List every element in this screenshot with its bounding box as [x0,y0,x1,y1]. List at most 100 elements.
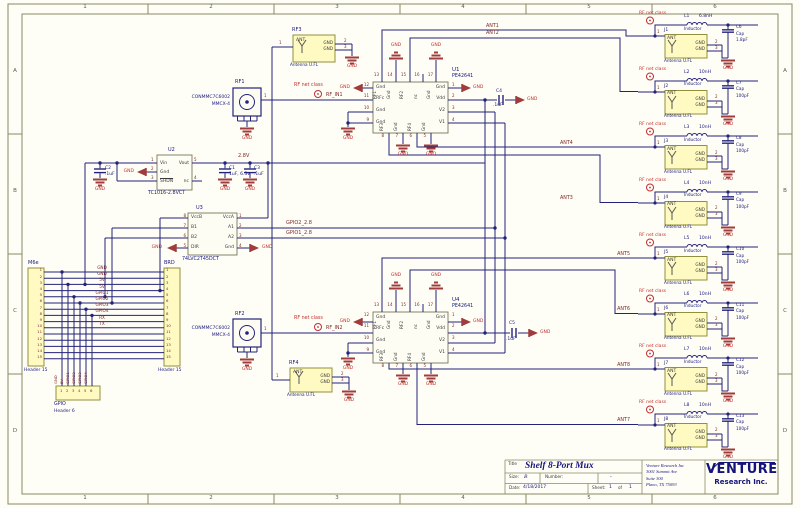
l-ref: L6 [684,291,690,297]
pin-name: V1 [439,119,445,125]
pin-number: 7 [183,222,186,228]
rf2-part2: MMCX-4 [211,332,230,338]
pin-number: 1 [657,84,660,90]
pin-number: 9 [39,316,42,322]
pin-name: Vdd [436,96,445,102]
gnd-pin: GND [695,323,705,329]
pin-number: 5 [39,292,42,298]
ant-pin: ANT [667,202,677,207]
c2-ref: C2 [105,165,112,171]
ant-pin: ANT [667,313,677,318]
u4-ref: U4 [452,297,460,303]
pin-number: 13 [373,71,379,77]
pin-number: 4 [78,387,81,393]
rf1-pin1-num: 1 [264,92,267,98]
pin-number: 14 [37,347,42,353]
pin-number: 3 [715,211,718,216]
c2-val: .1uF [105,171,115,177]
ant-block: RF net class 1 J2 L2 10nH Inductor ANT G… [638,67,778,127]
pin-name: RF3 [379,123,384,131]
l-type: Inductor [684,25,702,31]
pin-number: 5 [423,133,426,138]
ant-pin: ANT [667,368,677,374]
rf1-part2: MMCX-4 [211,101,230,107]
j-type: Antenna U.FL [664,224,693,229]
rf4-pin3-num: 3 [341,376,344,382]
sheet-frame [7,3,793,505]
u2-vout: Vout [178,160,189,166]
pin-number: 13 [166,341,171,347]
ant-block-graphics [638,183,758,234]
pin-name: A2 [228,235,234,240]
l-value: 10nH [699,347,711,352]
c-type: Cap [736,197,745,202]
pin-name: Gnd [376,337,386,343]
size-value: B [524,473,528,480]
pin-name: Gnd [376,349,386,355]
m6e-type: Header 15 [24,367,48,373]
pin-name: RF2 [399,91,404,99]
title-block-rules [504,459,778,494]
gnd-pin: GND [695,434,705,440]
pin-name: Gnd [224,245,234,250]
l-value: 10nH [699,125,711,130]
pin-number: 2 [715,316,718,321]
pin-name: B1 [191,225,197,230]
pin-number: 3 [166,279,169,285]
j-type: Antenna U.FL [664,446,693,451]
rf3-ref: RF3 [292,26,302,33]
c-type: Cap [736,141,745,147]
gnd-label: GND [151,244,162,250]
sheet-num: 1 [609,485,612,490]
net-label: GPIO4 [83,372,88,384]
pin-number: 2 [715,149,718,155]
net-label-ant: ANT5 [617,251,630,257]
pin-name: Gnd [426,90,431,99]
c1-ref: C1 [229,166,236,171]
company-name: Venture Research Inc [646,462,685,468]
connector-symbols [232,39,322,385]
net-label: GPIO3 [77,372,82,384]
u1-part: PE42641 [452,74,474,79]
l-type: Inductor [684,247,702,253]
c-type: Cap [736,419,745,424]
gnd-label: GND [339,84,350,90]
pin-number: 3 [452,335,455,341]
u2-part: TC1016-2.8VCT [148,190,186,196]
date-label: Date: [509,484,521,490]
pin-number: 9 [366,116,369,122]
pin-number: 1 [151,156,154,162]
pin-number: 7 [395,133,398,138]
zone-label: D [782,428,788,434]
gnd-pin: GND [695,206,705,212]
net-label-ant: ANT4 [560,140,573,146]
gnd-label: GND [722,66,734,71]
pin-name: RFc [376,326,385,332]
pin-number: 14 [387,301,393,307]
pin-number: 2 [715,38,718,44]
pin-number: 2 [452,323,455,329]
rf-net-class-label: RF net class [639,177,667,183]
pin-number: 4 [194,174,197,180]
gnd-label: GND [397,152,409,157]
ant-pin: ANT [667,424,677,429]
company-city: Plano, TX 75093 [646,482,677,487]
pin-number: 3 [72,387,75,393]
gnd-label: GND [722,121,734,127]
net-label-ant: ANT2 [486,31,499,37]
l-ref: L4 [684,180,690,186]
j-ref: J6 [664,305,669,311]
gnd-label: GND [722,399,734,404]
u2-gnd: Gnd [160,169,170,175]
c-ref: C6 [736,24,742,29]
pin-number: 2 [715,94,718,99]
gnd-label: GND [722,454,734,460]
rf1-part1: CONMMC7C6002 [191,94,230,100]
pin-number: 3 [715,44,718,50]
c-value: 1.8pF [736,37,748,42]
j-ref: J4 [664,194,669,200]
pin-number: 11 [363,323,369,329]
